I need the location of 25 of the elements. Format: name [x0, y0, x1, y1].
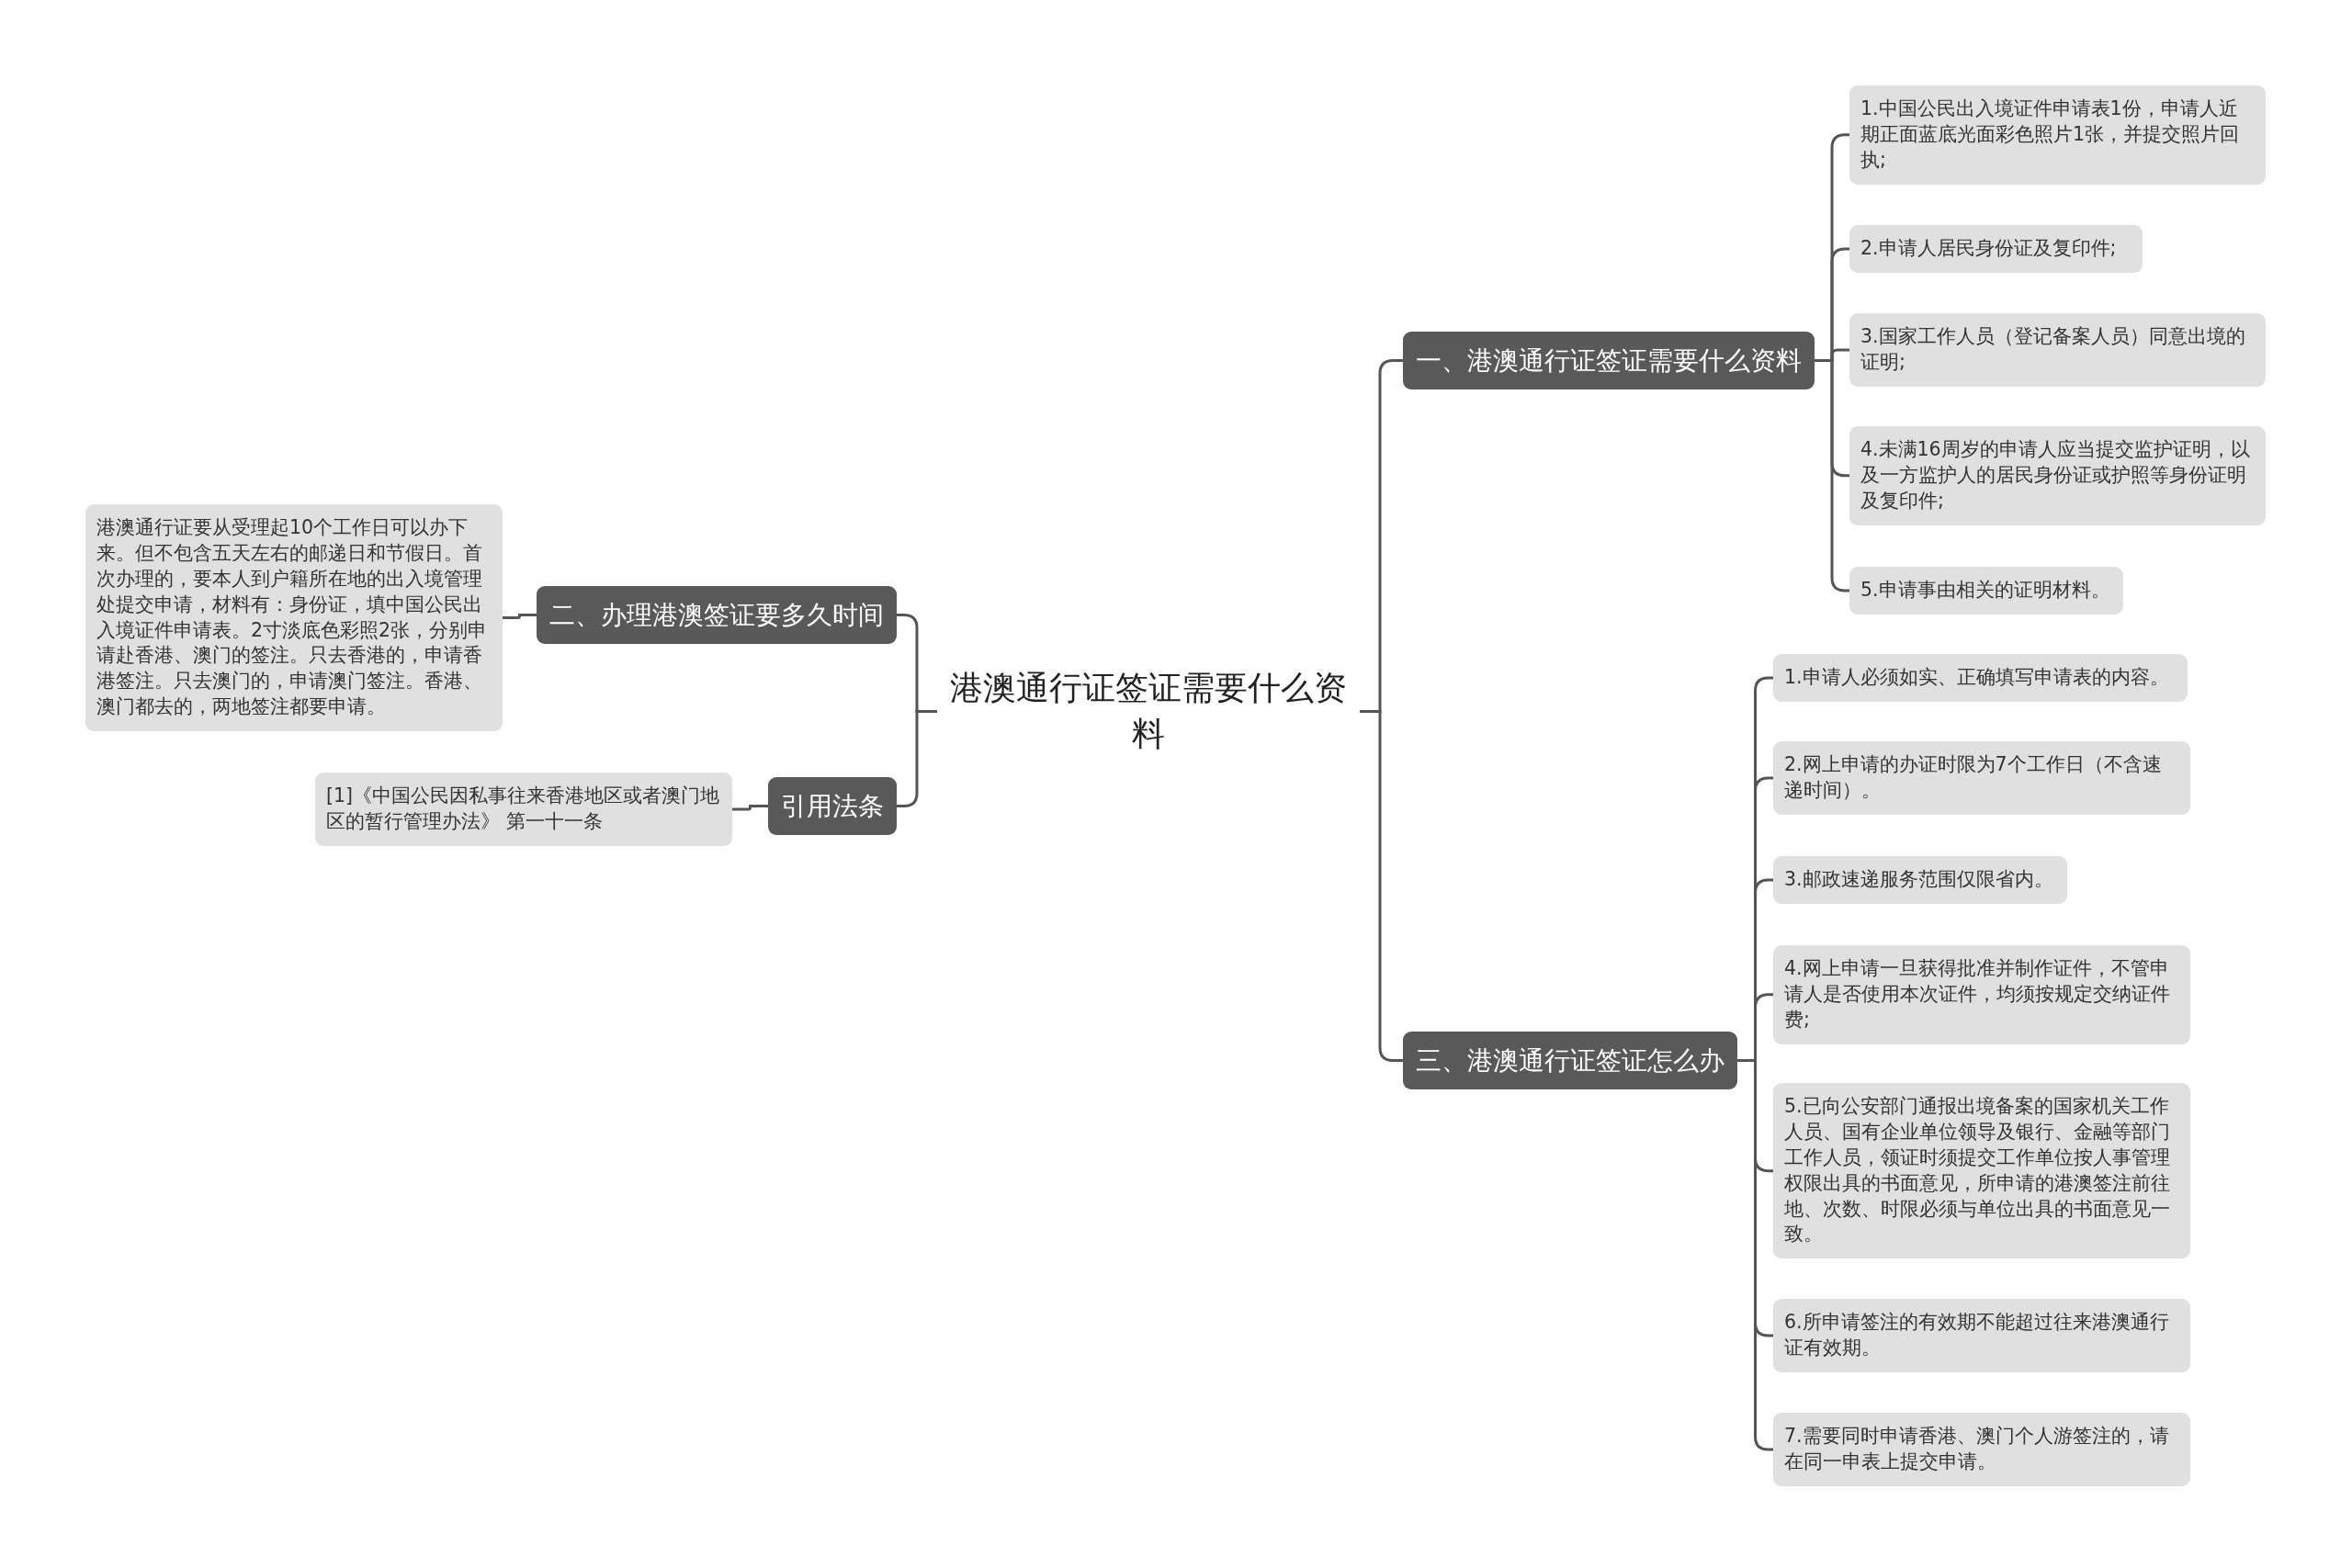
note-box: 4.网上申请一旦获得批准并制作证件，不管申请人是否使用本次证件，均须按规定交纳证件费;	[1773, 945, 2190, 1044]
note-box: [1]《中国公民因私事往来香港地区或者澳门地区的暂行管理办法》 第一十一条	[315, 773, 732, 846]
connector-line	[897, 709, 937, 808]
note-box: 5.申请事由相关的证明材料。	[1849, 567, 2123, 615]
note-box: 7.需要同时申请香港、澳门个人游签注的，请在同一申表上提交申请。	[1773, 1413, 2190, 1486]
note-box: 2.申请人居民身份证及复印件;	[1849, 225, 2143, 273]
connector-line	[1815, 359, 1849, 592]
topic-title: 港澳通行证签证需要什么资料	[937, 661, 1360, 761]
branch-box: 引用法条	[768, 777, 897, 836]
note-box: 4.未满16周岁的申请人应当提交监护证明，以及一方监护人的居民身份证或护照等身份证明及复印件;	[1849, 426, 2266, 525]
note-box: 港澳通行证要从受理起10个工作日可以办下来。但不包含五天左右的邮递日和节假日。首次办理的，要本人到户籍所在地的出入境管理处提交申请，材料有：身份证，填中国公民出入境证件申请表。2寸淡底色彩照2张，分别申请赴香港、澳门的签注。只去香港的，申请香港签注。只去澳门的，申请澳门签注。香港、澳门都去的，两地签注都要申请。	[85, 504, 503, 731]
note-box: 3.国家工作人员（登记备案人员）同意出境的证明;	[1849, 313, 2266, 387]
note-box: 1.中国公民出入境证件申请表1份，申请人近期正面蓝底光面彩色照片1张，并提交照片回执;	[1849, 85, 2266, 185]
note-box: 1.申请人必须如实、正确填写申请表的内容。	[1773, 654, 2188, 702]
branch-box: 三、港澳通行证签证怎么办	[1403, 1032, 1737, 1090]
note-box: 6.所申请签注的有效期不能超过往来港澳通行证有效期。	[1773, 1299, 2190, 1372]
connector-line	[503, 614, 537, 619]
note-box: 2.网上申请的办证时限为7个工作日（不含速递时间）。	[1773, 741, 2190, 815]
branch-box: 二、办理港澳签证要多久时间	[537, 586, 897, 645]
connector-line	[1737, 1059, 1773, 1451]
connector-line	[732, 805, 768, 811]
branch-box: 一、港澳通行证签证需要什么资料	[1403, 332, 1815, 390]
note-box: 5.已向公安部门通报出境备案的国家机关工作人员、国有企业单位领导及银行、金融等部门工作人员，领证时须提交工作单位按人事管理权限出具的书面意见，所申请的港澳签注前往地、次数、时限必须与单位出具的书面意见一致。	[1773, 1083, 2190, 1259]
note-box: 3.邮政速递服务范围仅限省内。	[1773, 856, 2067, 904]
connector-line	[1360, 709, 1403, 1063]
